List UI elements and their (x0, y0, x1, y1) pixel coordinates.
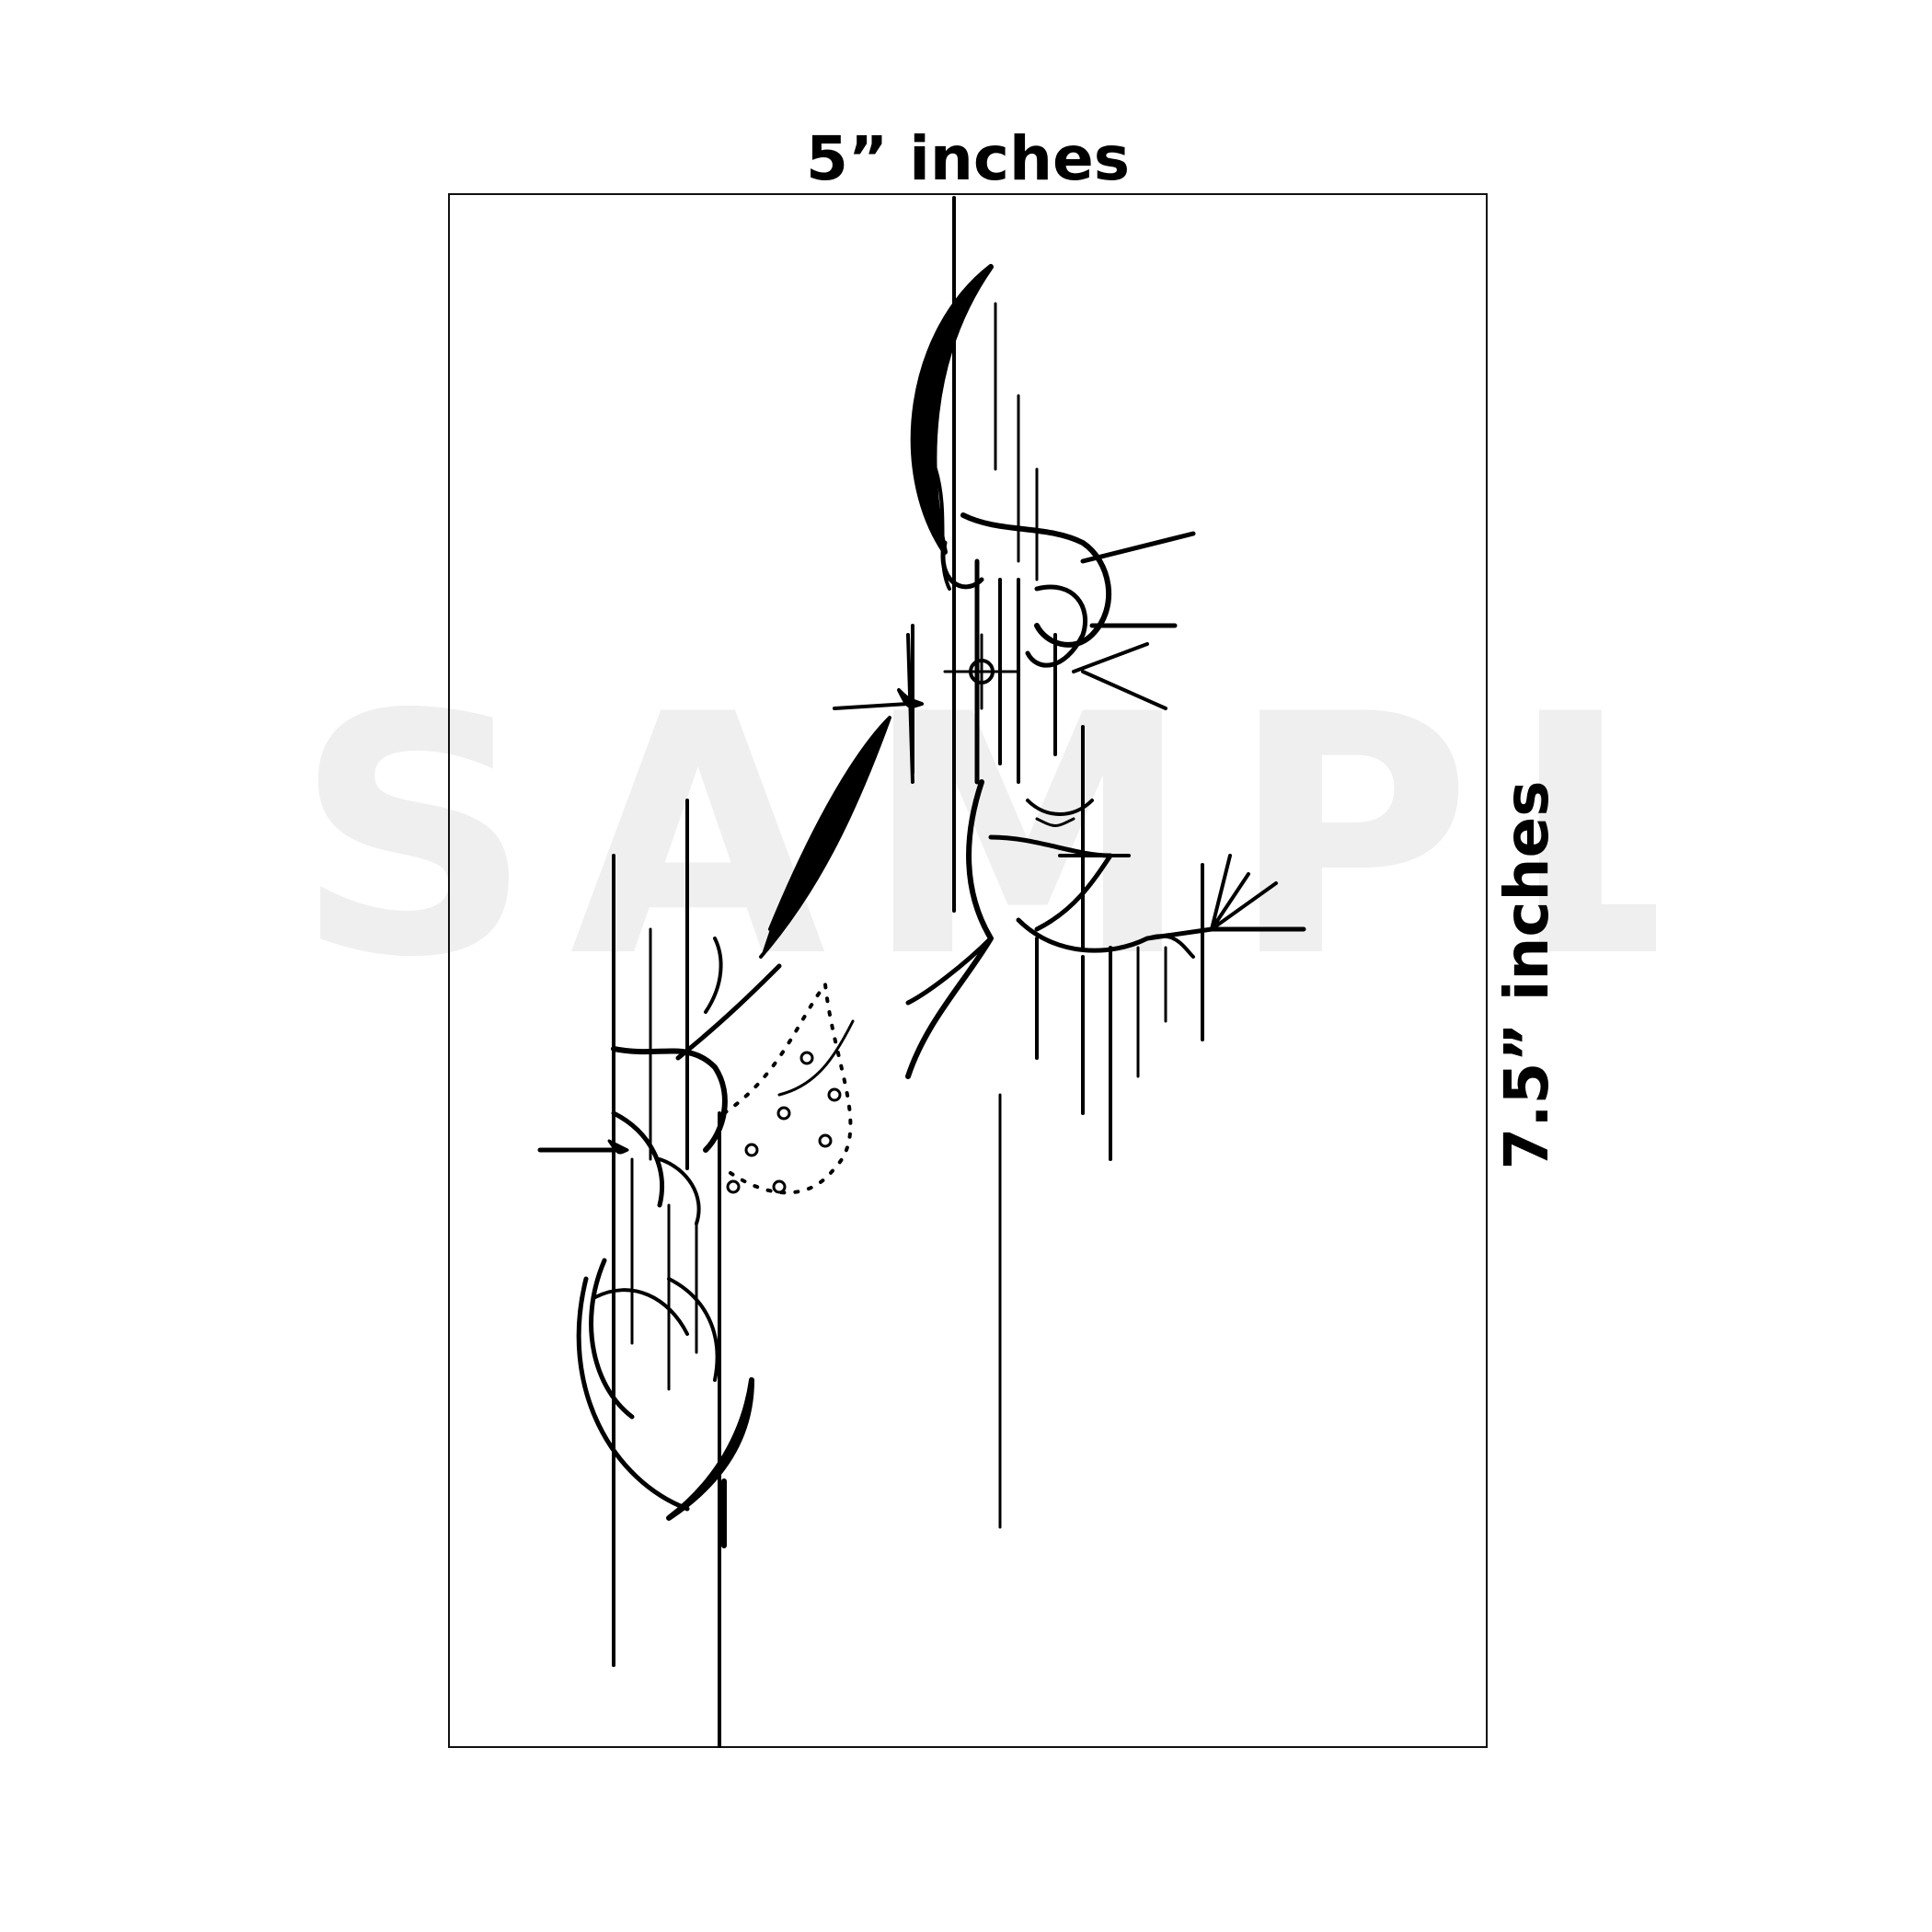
star-left (833, 633, 914, 784)
height-dimension-label: 7.5” inches (1491, 780, 1562, 1170)
bead-chain (722, 983, 853, 1195)
diagonal-sweep (759, 716, 891, 959)
bottom-crescent (666, 1377, 754, 1521)
tattoo-artwork-icon (537, 196, 1306, 1748)
width-dimension-label: 5” inches (805, 123, 1131, 194)
print-frame (448, 193, 1488, 1748)
top-crescent (910, 264, 994, 555)
